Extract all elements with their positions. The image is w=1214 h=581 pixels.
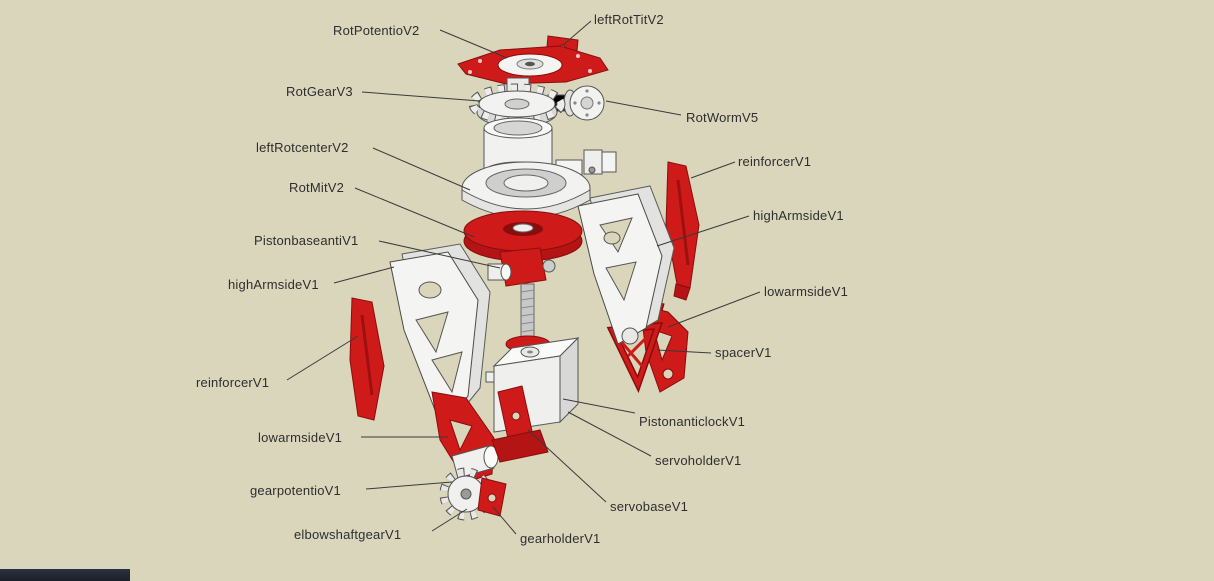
leader-line xyxy=(286,335,359,381)
part-label-gearholderv1[interactable]: gearholderV1 xyxy=(520,531,601,546)
leader-line xyxy=(372,147,471,191)
leader-line xyxy=(361,91,481,102)
part-reinforcer-right[interactable] xyxy=(665,161,700,301)
leader-line xyxy=(667,291,761,328)
part-label-elbowshaftgearv1[interactable]: elbowshaftgearV1 xyxy=(294,527,402,542)
part-label-servobasev1[interactable]: servobaseV1 xyxy=(610,499,689,514)
part-label-servoholderv1[interactable]: servoholderV1 xyxy=(655,453,742,468)
leader-lines xyxy=(286,20,761,535)
part-label-reinforcerv1-left[interactable]: reinforcerV1 xyxy=(196,375,270,390)
leader-line xyxy=(431,508,468,532)
part-label-higharmsidev1-right[interactable]: highArmsideV1 xyxy=(753,208,844,223)
leader-line xyxy=(378,240,501,269)
leader-line xyxy=(605,100,682,116)
part-label-leftrottitv2[interactable]: leftRotTitV2 xyxy=(594,12,664,27)
part-rotmit-housing[interactable] xyxy=(461,149,617,219)
part-label-lowarmsidev1-left[interactable]: lowarmsideV1 xyxy=(258,430,343,445)
leader-line xyxy=(656,349,712,354)
leader-line xyxy=(690,161,736,179)
part-rotmit-red-ring[interactable] xyxy=(463,210,583,262)
leader-line xyxy=(527,429,607,503)
part-label-lowarmsidev1-right[interactable]: lowarmsideV1 xyxy=(764,284,849,299)
part-higharmside-left[interactable] xyxy=(389,243,491,430)
leader-line xyxy=(561,20,592,47)
leader-line xyxy=(365,481,453,490)
part-label-pistonbaseantiv1[interactable]: PistonbaseantiV1 xyxy=(254,233,359,248)
part-gearholder[interactable] xyxy=(477,477,507,517)
part-servoholder-box[interactable] xyxy=(485,336,580,433)
part-label-leftrotcenterv2[interactable]: leftRotcenterV2 xyxy=(256,140,349,155)
part-servobase[interactable] xyxy=(491,385,549,463)
part-label-reinforcerv1-right[interactable]: reinforcerV1 xyxy=(738,154,812,169)
leader-line xyxy=(562,398,636,414)
part-label-rotwormv5[interactable]: RotWormV5 xyxy=(686,110,759,125)
leader-line xyxy=(492,506,517,535)
part-label-spacerv1[interactable]: spacerV1 xyxy=(715,345,772,360)
part-rotpotentio-plate[interactable] xyxy=(457,45,609,85)
part-label-rotgearv3[interactable]: RotGearV3 xyxy=(286,84,353,99)
part-reinforcer-left[interactable] xyxy=(349,297,385,421)
leader-line xyxy=(656,215,750,247)
part-label-rotpotentiov2[interactable]: RotPotentioV2 xyxy=(333,23,420,38)
leader-line xyxy=(333,266,395,284)
part-label-rotmitv2[interactable]: RotMitV2 xyxy=(289,180,345,195)
leader-line xyxy=(567,411,652,457)
part-label-higharmsidev1-left[interactable]: highArmsideV1 xyxy=(228,277,319,292)
part-label-gearpotentiov1[interactable]: gearpotentioV1 xyxy=(250,483,341,498)
part-higharmside-right[interactable] xyxy=(577,185,675,345)
part-label-pistonanticlockv1[interactable]: PistonanticlockV1 xyxy=(639,414,746,429)
part-pistonbaseanti[interactable] xyxy=(487,247,556,287)
leader-line xyxy=(439,29,508,59)
taskbar-fragment xyxy=(0,569,130,581)
part-rotgear[interactable] xyxy=(468,77,566,128)
leader-line xyxy=(354,187,475,238)
